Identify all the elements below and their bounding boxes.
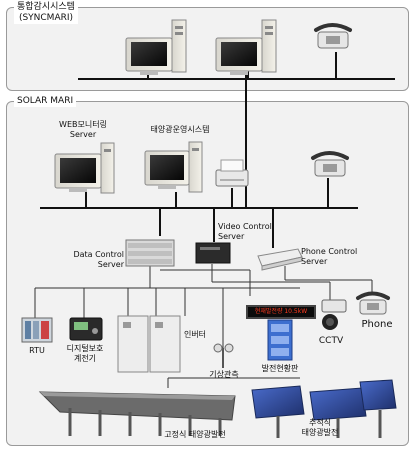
field-lines: [34, 264, 373, 388]
phone-control-label: Phone Control Server: [301, 247, 358, 266]
weather-station: [213, 343, 234, 368]
tracking-solar-panels: [251, 379, 397, 438]
phone-label: Phone: [361, 319, 393, 330]
printer: [215, 159, 249, 187]
web-monitoring-server: [54, 142, 115, 194]
network-lines: [40, 52, 395, 248]
rtu-label: RTU: [29, 346, 45, 355]
digital-relay-label: 디지털보호 계전기: [66, 344, 104, 363]
inverter-label: 인버터: [183, 330, 207, 339]
solarmari-phone: [311, 151, 349, 177]
weather-label: 기상관측: [209, 370, 239, 379]
video-control-server: [195, 242, 231, 264]
rtu-device: [21, 317, 53, 343]
video-control-label: Video Control Server: [218, 222, 272, 241]
inverter-cabinets: [117, 315, 181, 373]
solar-ops-label: 태양광운영시스템: [150, 125, 210, 134]
web-monitoring-label: WEB모니터링 Server: [59, 120, 107, 139]
cctv-camera: [321, 299, 347, 330]
syncmari-workstation-1: [125, 19, 187, 75]
power-board-label: 발전현황판: [261, 364, 299, 373]
fixed-solar-array: [38, 391, 236, 436]
tracking-pv-label: 추적식 태양광발전: [301, 418, 339, 437]
data-control-label: Data Control Server: [73, 250, 124, 269]
cctv-label: CCTV: [318, 336, 344, 346]
syncmari-title: 통합감시시스템 (SYNCMARI): [14, 2, 78, 24]
power-status-board: [267, 319, 293, 361]
fixed-pv-label: 고정식 태양광발전: [164, 430, 226, 439]
data-control-server: [125, 239, 175, 267]
solar-ops-server: [144, 141, 203, 193]
phone-control-server: [257, 248, 303, 271]
solarmari-title: SOLAR MARI: [14, 96, 77, 107]
syncmari-phone: [314, 23, 352, 49]
field-phone: [356, 291, 390, 315]
digital-relay-device: [69, 317, 103, 341]
syncmari-workstation-2: [215, 19, 277, 75]
power-board-led-display: 현재발전량 10.5kW: [246, 305, 316, 319]
